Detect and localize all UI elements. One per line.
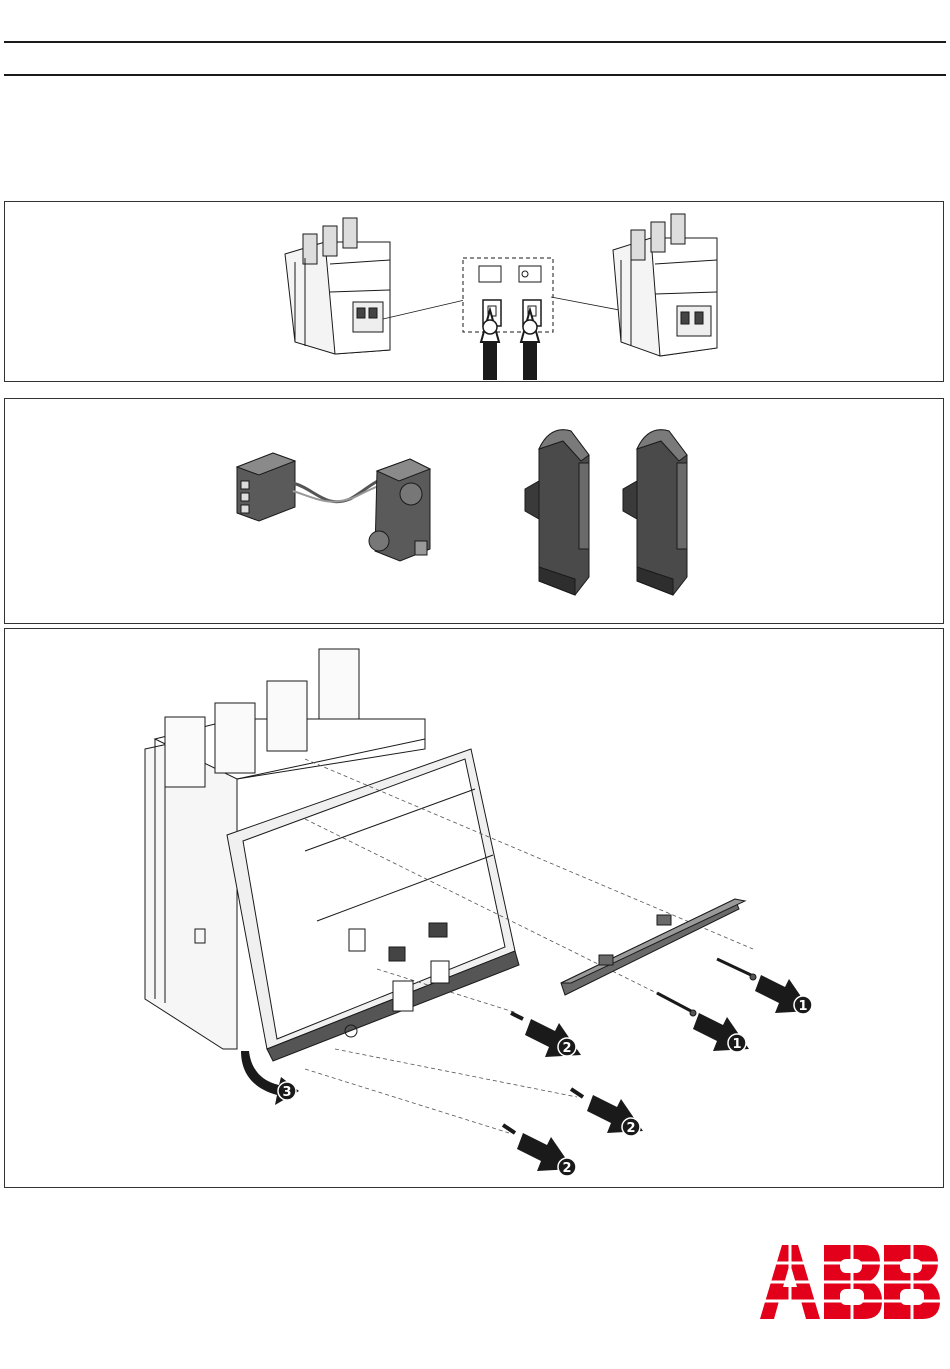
step-2-arrow-c: 2 (517, 1133, 576, 1176)
latch-part-right (623, 430, 687, 595)
figure-panel-2 (4, 398, 944, 624)
front-cover (227, 749, 519, 1061)
short-screw-1 (511, 1013, 523, 1019)
abb-logo (756, 1245, 942, 1319)
step-2-arrow-a: 2 (525, 1019, 581, 1057)
spare-parts-illustration (5, 399, 945, 625)
breaker-closeup-illustration (5, 202, 945, 383)
disassembly-illustration: 1 1 2 2 2 3 (5, 629, 945, 1189)
short-screw-3 (503, 1125, 515, 1133)
figure-panel-3: 1 1 2 2 2 3 (4, 628, 944, 1188)
header-rule-bottom (4, 74, 946, 76)
short-screw-2 (571, 1089, 583, 1097)
long-screw-lower (657, 993, 696, 1016)
figure-panel-1 (4, 201, 944, 382)
long-screw-upper (717, 959, 756, 980)
step-2-label-a: 2 (562, 1041, 571, 1056)
step-1-label-lower: 1 (732, 1037, 741, 1052)
step-1-arrow-upper: 1 (755, 975, 812, 1014)
header-rule-top (4, 41, 946, 43)
step-3-rotate-arrow: 3 (241, 1051, 299, 1105)
latch-part-left (525, 430, 589, 595)
step-3-label: 3 (282, 1085, 291, 1100)
step-1-label-upper: 1 (798, 999, 807, 1014)
step-2-label-c: 2 (562, 1161, 571, 1176)
bracket-bar (561, 899, 745, 995)
right-breaker-illustration (613, 214, 717, 356)
step-1-arrow-lower: 1 (693, 1013, 749, 1052)
step-2-arrow-b: 2 (587, 1095, 643, 1136)
connector-with-wires (237, 453, 430, 561)
step-2-label-b: 2 (626, 1121, 635, 1136)
left-breaker-illustration (285, 218, 390, 354)
closeup-window (463, 258, 553, 332)
